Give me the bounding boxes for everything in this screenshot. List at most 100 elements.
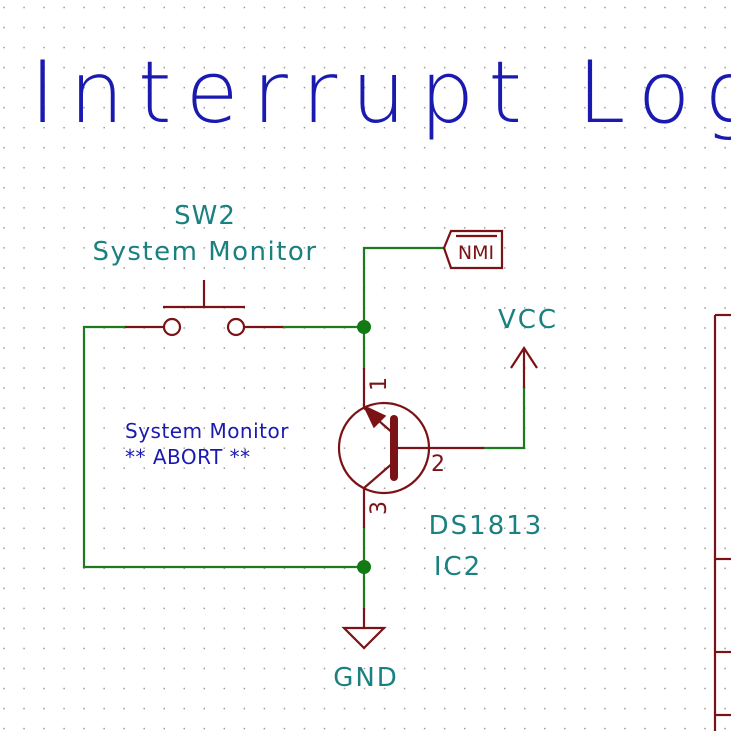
grid-dot: [63, 287, 65, 289]
grid-dot: [644, 587, 646, 590]
grid-dot: [183, 427, 186, 429]
grid-dot: [143, 467, 145, 469]
grid-dot: [524, 146, 526, 149]
grid-dot: [163, 86, 165, 89]
grid-dot: [704, 387, 706, 389]
grid-dot: [463, 207, 466, 209]
grid-dot: [544, 507, 546, 509]
grid-dot: [303, 647, 306, 650]
grid-dot: [263, 126, 266, 129]
grid-dot: [443, 487, 446, 489]
switch-symbol[interactable]: [125, 280, 283, 337]
grid-dot: [383, 327, 386, 329]
grid-dot: [363, 146, 366, 149]
grid-dot: [23, 347, 25, 349]
grid-dot: [183, 26, 186, 29]
grid-dot: [103, 647, 105, 650]
grid-dot: [724, 507, 726, 509]
grid-dot: [403, 347, 406, 349]
grid-dot: [143, 66, 145, 69]
grid-dot: [584, 6, 586, 9]
grid-dot: [363, 6, 366, 9]
grid-dot: [544, 567, 546, 570]
grid-dot: [383, 647, 386, 650]
grid-dot: [524, 487, 526, 489]
grid-dot: [303, 467, 306, 469]
grid-dot: [63, 187, 65, 189]
grid-dot: [463, 667, 466, 670]
grid-dot: [63, 307, 65, 309]
grid-dot: [383, 367, 386, 369]
grid-dot: [383, 467, 386, 469]
vcc-power-symbol[interactable]: VCC: [498, 305, 558, 388]
grid-dot: [584, 126, 586, 129]
grid-dot: [584, 687, 586, 690]
grid-dot: [63, 487, 65, 489]
grid-dot: [463, 187, 466, 189]
grid-dot: [684, 387, 686, 389]
grid-dot: [504, 347, 506, 349]
grid-dot: [443, 307, 446, 309]
grid-dot: [403, 507, 406, 509]
grid-dot: [263, 407, 266, 409]
ic-ds1813-symbol[interactable]: 1 2 3: [337, 368, 484, 528]
grid-dot: [283, 86, 286, 89]
grid-dot: [423, 46, 426, 49]
grid-dot: [103, 587, 105, 590]
grid-dot: [664, 387, 666, 389]
grid-dot: [263, 547, 266, 550]
grid-dot: [243, 367, 246, 369]
grid-dot: [263, 6, 266, 9]
grid-dot: [303, 687, 306, 690]
ic-reference: IC2: [434, 552, 482, 582]
grid-dot: [43, 6, 45, 9]
grid-dot: [403, 106, 406, 109]
grid-dot: [103, 146, 105, 149]
grid-dot: [223, 166, 226, 169]
grid-dot: [323, 146, 326, 149]
grid-dot: [343, 6, 346, 9]
grid-dot: [103, 667, 105, 670]
grid-dot: [343, 707, 346, 710]
grid-dot: [463, 587, 466, 590]
grid-dot: [223, 467, 226, 469]
grid-dot: [624, 46, 626, 49]
gnd-power-symbol[interactable]: GND: [333, 608, 399, 693]
grid-dot: [423, 207, 426, 209]
grid-dot: [23, 367, 25, 369]
grid-dot: [403, 46, 406, 49]
grid-dot: [243, 487, 246, 489]
grid-dot: [483, 347, 486, 349]
grid-dot: [343, 567, 346, 570]
grid-dot: [303, 547, 306, 550]
nmi-label[interactable]: NMI: [442, 229, 504, 270]
grid-dot: [123, 447, 125, 449]
grid-dot: [143, 727, 145, 730]
grid-dot: [664, 207, 666, 209]
grid-dot: [223, 367, 226, 369]
grid-dot: [383, 307, 386, 309]
grid-dot: [263, 567, 266, 570]
sheet-title: Interrupt Logic: [30, 43, 731, 143]
grid-dot: [83, 247, 85, 249]
grid-dot: [564, 267, 566, 269]
grid-dot: [163, 347, 165, 349]
grid-dot: [63, 146, 65, 149]
grid-dot: [483, 6, 486, 9]
junction-top: [357, 320, 371, 334]
grid-dot: [203, 527, 206, 530]
grid-dot: [463, 347, 466, 349]
grid-dot: [724, 46, 726, 49]
grid-dot: [604, 227, 606, 229]
grid-dot: [604, 707, 606, 710]
grid-dot: [43, 427, 45, 429]
grid-dot: [23, 267, 25, 269]
grid-dot: [423, 727, 426, 730]
grid-dot: [3, 667, 5, 670]
grid-dot: [644, 347, 646, 349]
grid-dot: [283, 467, 286, 469]
grid-dot: [243, 6, 246, 9]
grid-dot: [564, 86, 566, 89]
grid-dot: [403, 687, 406, 690]
